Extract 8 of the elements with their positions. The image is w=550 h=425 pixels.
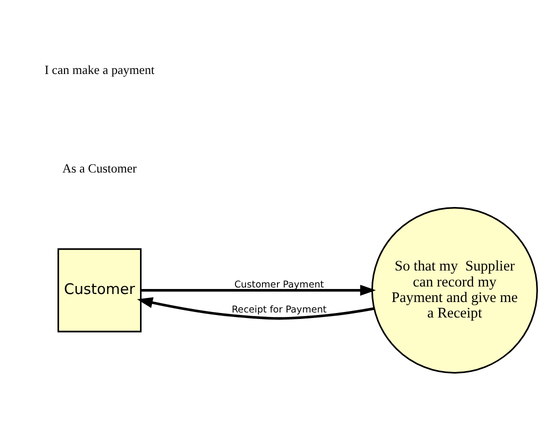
node-box: Customer [58,248,142,332]
label: I can make a payment [44,63,154,78]
edge-label: Receipt for Payment [232,304,327,316]
label: As a Customer [62,161,137,176]
arrow [141,284,376,296]
edge-label: Customer Payment [234,279,324,290]
node-circle: So that my Supplier can record my Payment and give me a Receipt [371,207,538,374]
arrow [137,297,374,320]
